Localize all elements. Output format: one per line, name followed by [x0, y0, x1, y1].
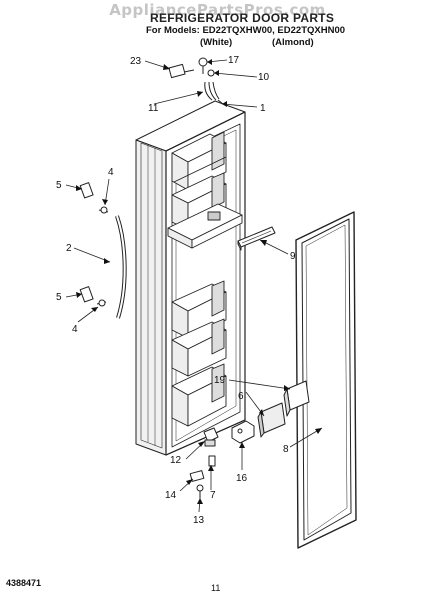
callout-4-bottom: 4	[72, 324, 78, 335]
callout-6: 6	[238, 391, 244, 402]
callout-2: 2	[66, 243, 72, 254]
top-hinge-parts	[168, 57, 224, 105]
document-number: 4388471	[6, 578, 42, 588]
door-handle	[79, 182, 127, 319]
color-white-label: (White)	[200, 37, 233, 48]
watermark: AppliancePartsPros.com	[109, 1, 326, 19]
callout-16: 16	[236, 473, 248, 484]
callout-12: 12	[170, 455, 182, 466]
callout-13: 13	[193, 515, 205, 526]
callout-numbers: 23 17 10 11 1 4 5 2 5 4 9 19 6 8 12 16 1…	[56, 55, 296, 526]
color-almond-label: (Almond)	[272, 37, 314, 48]
shelf-rail	[237, 226, 276, 251]
callout-5-top: 5	[56, 180, 62, 191]
model-numbers: For Models: ED22TQXHW00, ED22TQXHN00	[146, 25, 346, 36]
callout-7: 7	[210, 490, 216, 501]
callout-11: 11	[148, 103, 159, 114]
callout-19: 19	[214, 375, 226, 386]
callout-1: 1	[260, 103, 266, 114]
callout-23: 23	[130, 56, 142, 67]
callout-9: 9	[290, 251, 296, 262]
callout-14: 14	[165, 490, 177, 501]
page-number: 11	[211, 583, 221, 593]
callout-10: 10	[258, 72, 270, 83]
door-gasket	[295, 211, 357, 549]
bottom-hinge-parts	[189, 427, 219, 498]
door-shelves	[167, 131, 243, 427]
callout-8: 8	[283, 444, 289, 455]
callout-4-top: 4	[108, 167, 114, 178]
hinge-parts	[231, 380, 310, 444]
leader-arrowheads	[76, 59, 322, 504]
page-title: REFRIGERATOR DOOR PARTS	[150, 11, 335, 25]
callout-17: 17	[228, 55, 240, 66]
callout-5-bottom: 5	[56, 292, 62, 303]
